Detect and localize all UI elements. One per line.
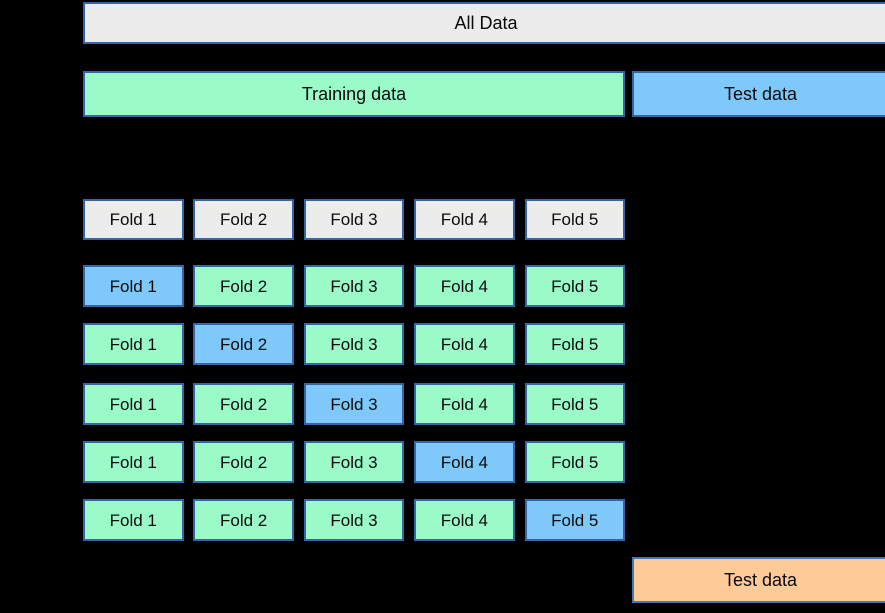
all-data-bar: All Data: [83, 2, 885, 44]
fold-cell-validation: Fold 3: [303, 383, 405, 425]
training-data-bar: Training data: [83, 71, 625, 117]
cv-split-row-3: Fold 1 Fold 2 Fold 3 Fold 4 Fold 5: [83, 383, 625, 425]
fold-cell-train: Fold 3: [303, 441, 405, 483]
fold-cell-train: Fold 2: [193, 499, 294, 541]
fold-cell-train: Fold 1: [83, 441, 184, 483]
fold-cell-train: Fold 4: [414, 265, 515, 307]
fold-header-4: Fold 4: [414, 199, 515, 240]
fold-cell-validation: Fold 5: [524, 499, 625, 541]
fold-header-1: Fold 1: [83, 199, 184, 240]
fold-cell-validation: Fold 4: [414, 441, 515, 483]
final-test-data-bar: Test data: [632, 557, 885, 603]
fold-cell-train: Fold 1: [83, 383, 184, 425]
fold-cell-train: Fold 3: [303, 323, 405, 365]
cv-split-row-4: Fold 1 Fold 2 Fold 3 Fold 4 Fold 5: [83, 441, 625, 483]
fold-cell-train: Fold 3: [303, 265, 405, 307]
fold-cell-train: Fold 4: [414, 499, 515, 541]
fold-cell-train: Fold 5: [524, 323, 625, 365]
fold-cell-train: Fold 5: [524, 441, 625, 483]
fold-cell-train: Fold 2: [193, 265, 294, 307]
fold-header-2: Fold 2: [193, 199, 294, 240]
fold-header-3: Fold 3: [303, 199, 405, 240]
fold-cell-train: Fold 5: [524, 265, 625, 307]
cv-split-row-1: Fold 1 Fold 2 Fold 3 Fold 4 Fold 5: [83, 265, 625, 307]
fold-cell-train: Fold 4: [414, 323, 515, 365]
fold-cell-train: Fold 2: [193, 441, 294, 483]
cv-split-row-5: Fold 1 Fold 2 Fold 3 Fold 4 Fold 5: [83, 499, 625, 541]
fold-cell-train: Fold 3: [303, 499, 405, 541]
test-data-bar: Test data: [632, 71, 885, 117]
fold-cell-train: Fold 2: [193, 383, 294, 425]
fold-cell-train: Fold 5: [524, 383, 625, 425]
fold-header-5: Fold 5: [524, 199, 625, 240]
fold-header-row: Fold 1 Fold 2 Fold 3 Fold 4 Fold 5: [83, 199, 625, 240]
cv-split-row-2: Fold 1 Fold 2 Fold 3 Fold 4 Fold 5: [83, 323, 625, 365]
fold-cell-train: Fold 4: [414, 383, 515, 425]
fold-cell-validation: Fold 1: [83, 265, 184, 307]
fold-cell-validation: Fold 2: [193, 323, 294, 365]
fold-cell-train: Fold 1: [83, 323, 184, 365]
fold-cell-train: Fold 1: [83, 499, 184, 541]
